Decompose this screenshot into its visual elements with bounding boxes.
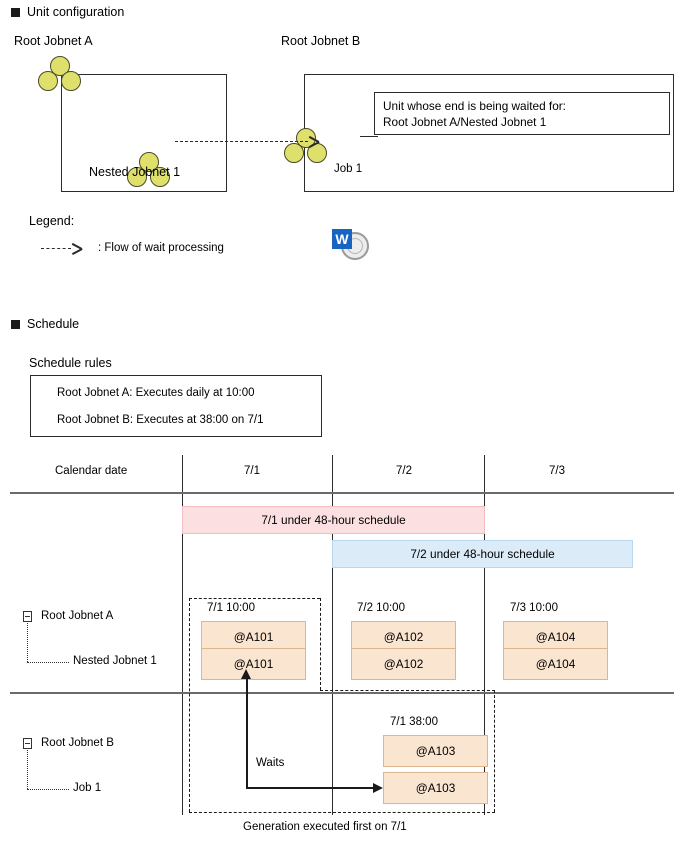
generation-box-a101-child[interactable]: @A101	[201, 648, 306, 680]
row-label-root-jobnet-a: Root Jobnet A	[41, 610, 114, 622]
waits-arrowhead-up-icon	[241, 669, 251, 679]
grid-hline-top	[10, 492, 674, 494]
tree-stem	[27, 750, 28, 789]
jobnet-circle-left	[127, 167, 147, 187]
jobnet-circle-top	[139, 152, 159, 172]
calendar-date-header: Calendar date	[55, 465, 128, 477]
bullet-square-icon	[11, 319, 20, 329]
nested-jobnet-1-icon	[127, 152, 171, 188]
bar-7-1-48hour: 7/1 under 48-hour schedule	[182, 506, 485, 534]
root-jobnet-a-title: Root Jobnet A	[14, 34, 93, 48]
job-1-icon: W	[332, 229, 372, 263]
arrowhead-icon	[71, 248, 82, 259]
generation-box-a103-child[interactable]: @A103	[383, 772, 488, 804]
timestamp-7-1-3800: 7/1 38:00	[390, 716, 438, 728]
unit-configuration-heading-label: Unit configuration	[27, 5, 125, 19]
date-column-header-2: 7/3	[549, 465, 565, 477]
timestamp-7-3-1000: 7/3 10:00	[510, 602, 558, 614]
grid-vline-2	[484, 455, 486, 815]
jobnet-circle-top	[50, 56, 70, 76]
generation-box-a101-parent[interactable]: @A101	[201, 621, 306, 653]
schedule-heading: Schedule	[11, 317, 79, 331]
timestamp-7-1-1000: 7/1 10:00	[207, 602, 255, 614]
generation-footer-caption: Generation executed first on 7/1	[243, 821, 407, 833]
callout-connector	[360, 136, 378, 138]
generation-box-a104-parent[interactable]: @A104	[503, 621, 608, 653]
schedule-rules-box: Root Jobnet A: Executes daily at 10:00 R…	[30, 375, 322, 437]
generation-outline-top	[189, 598, 320, 599]
timestamp-7-2-1000: 7/2 10:00	[357, 602, 405, 614]
jobnet-circle-right	[61, 71, 81, 91]
bullet-square-icon	[11, 7, 20, 17]
generation-box-a104-child[interactable]: @A104	[503, 648, 608, 680]
job-1-label: Job 1	[334, 163, 363, 175]
unit-configuration-heading: Unit configuration	[11, 5, 124, 19]
waits-label: Waits	[256, 757, 285, 769]
arrowhead-icon	[308, 141, 319, 152]
row-label-root-jobnet-b: Root Jobnet B	[41, 737, 114, 749]
callout-line-1: Unit whose end is being waited for:	[383, 99, 566, 113]
generation-outline-right-lower	[494, 690, 495, 812]
root-jobnet-a-icon	[38, 56, 82, 92]
grid-vline-1	[332, 455, 334, 815]
generation-box-a103-parent[interactable]: @A103	[383, 735, 488, 767]
waits-arrow-horizontal	[246, 787, 374, 789]
root-jobnet-b-title: Root Jobnet B	[281, 34, 361, 48]
row-label-nested-jobnet-1: Nested Jobnet 1	[73, 655, 157, 667]
generation-box-a102-child[interactable]: @A102	[351, 648, 456, 680]
wait-target-callout: Unit whose end is being waited for: Root…	[374, 92, 670, 135]
bar-7-2-48hour: 7/2 under 48-hour schedule	[332, 540, 633, 568]
legend-entry-text: : Flow of wait processing	[98, 242, 224, 254]
generation-outline-bottom	[189, 812, 495, 813]
callout-line-2: Root Jobnet A/Nested Jobnet 1	[383, 115, 547, 129]
tree-toggle-icon-jobnet-b[interactable]	[23, 738, 32, 749]
jobnet-circle-right	[150, 167, 170, 187]
grid-vline-0	[182, 455, 184, 815]
schedule-heading-label: Schedule	[27, 317, 80, 331]
wait-badge-icon: W	[332, 229, 352, 249]
generation-outline-step-right-upper	[320, 598, 321, 690]
tree-toggle-icon-jobnet-a[interactable]	[23, 611, 32, 622]
jobnet-circle-left	[38, 71, 58, 91]
wait-flow-arrow	[175, 136, 325, 148]
waits-arrowhead-right-icon	[373, 783, 383, 793]
tree-stem	[27, 623, 28, 662]
jobnet-circle-left	[284, 143, 304, 163]
tree-arm	[27, 789, 69, 790]
tree-arm	[27, 662, 69, 663]
row-label-job-1: Job 1	[73, 782, 102, 794]
grid-hline-mid	[10, 692, 674, 694]
schedule-rule-item: Root Jobnet A: Executes daily at 10:00	[57, 387, 255, 399]
legend-arrow-sample	[41, 243, 87, 255]
root-jobnet-a-box	[61, 74, 227, 192]
schedule-rule-item: Root Jobnet B: Executes at 38:00 on 7/1	[57, 414, 264, 426]
generation-box-a102-parent[interactable]: @A102	[351, 621, 456, 653]
schedule-rules-title: Schedule rules	[29, 356, 112, 370]
date-column-header-1: 7/2	[396, 465, 412, 477]
generation-outline-left	[189, 598, 190, 812]
legend-title: Legend:	[29, 214, 75, 228]
date-column-header-0: 7/1	[244, 465, 260, 477]
waits-arrow-vertical	[246, 679, 248, 788]
generation-outline-step-across	[320, 690, 495, 691]
nested-jobnet-1-label: Nested Jobnet 1	[89, 165, 181, 179]
